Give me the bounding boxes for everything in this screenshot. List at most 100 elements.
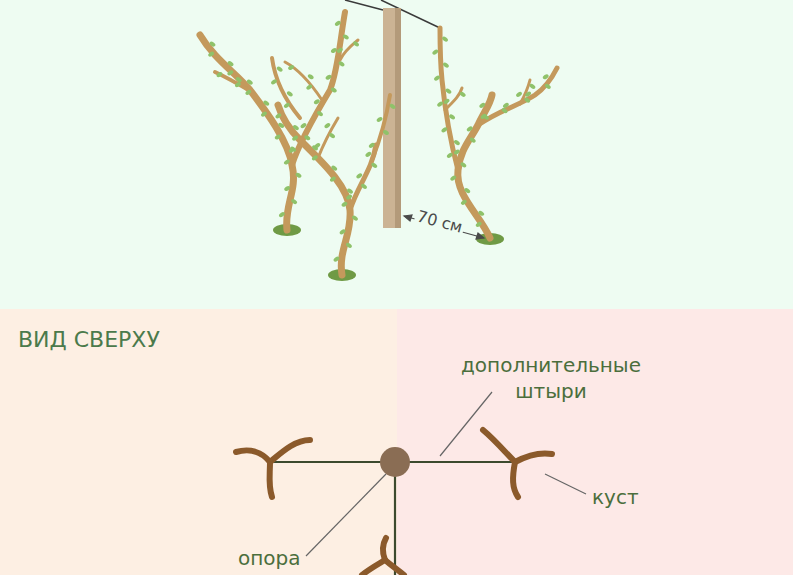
leaf — [329, 176, 337, 183]
leaf — [283, 185, 291, 192]
leaf — [442, 62, 450, 69]
leaf — [288, 147, 296, 154]
leaf — [356, 172, 364, 179]
leader-line — [306, 392, 586, 556]
leaf — [328, 132, 336, 139]
leaf — [342, 34, 350, 41]
right-ground — [397, 309, 793, 575]
leaf — [227, 69, 235, 76]
section-title: ВИД СВЕРХУ — [18, 326, 160, 355]
leaf — [459, 91, 467, 98]
leaf — [445, 88, 453, 95]
leaf — [441, 126, 449, 133]
branch — [318, 118, 338, 158]
callout-label: куст — [592, 484, 639, 510]
leaf — [316, 110, 324, 117]
leaf — [441, 36, 449, 43]
leaf — [469, 137, 477, 144]
leaves — [207, 20, 551, 263]
leaf — [466, 125, 474, 132]
leaf — [325, 74, 333, 81]
leaf — [313, 98, 321, 105]
leaf — [433, 75, 441, 82]
leaf — [376, 116, 384, 123]
leaf — [336, 47, 344, 54]
leaf — [270, 78, 278, 85]
support-pole-shade — [395, 8, 401, 228]
leaf — [235, 76, 243, 83]
leaf — [432, 49, 440, 56]
leaf — [324, 122, 332, 129]
leaf — [501, 107, 509, 114]
leaf — [448, 113, 456, 120]
leaf — [334, 20, 342, 27]
leaf — [464, 187, 472, 194]
leaf — [502, 102, 510, 109]
leaf — [291, 135, 299, 142]
leaf — [360, 183, 368, 190]
leaf — [478, 210, 486, 217]
leaf — [246, 79, 254, 86]
leaf — [389, 103, 397, 110]
leaf — [436, 101, 444, 108]
branch — [285, 62, 322, 100]
top-ground — [0, 0, 793, 309]
leaf — [263, 100, 271, 107]
branch — [278, 105, 350, 275]
leaf — [544, 83, 552, 90]
leaf — [311, 154, 319, 161]
branch — [458, 95, 492, 238]
leaf — [341, 201, 349, 208]
leaf — [260, 111, 268, 118]
branch — [215, 72, 252, 92]
leaf — [274, 134, 282, 141]
leaf — [227, 60, 235, 67]
leaf — [480, 113, 488, 120]
leaf — [209, 41, 217, 48]
leaf — [460, 199, 468, 206]
leaf — [453, 149, 461, 156]
leaf — [345, 194, 353, 201]
leaf — [475, 221, 483, 228]
callout-label: дополнительные штыри — [446, 352, 656, 404]
leaf — [292, 124, 300, 131]
leaf — [443, 98, 451, 105]
leaf — [207, 51, 215, 58]
leaf — [352, 40, 360, 47]
leaf — [345, 242, 353, 249]
leaf — [307, 73, 315, 80]
leaf — [542, 73, 550, 80]
leaf — [330, 165, 338, 172]
leaf — [365, 151, 373, 158]
leaf — [339, 228, 347, 235]
leaf — [368, 142, 376, 149]
leaf — [346, 188, 354, 195]
leaf — [314, 142, 322, 149]
leaf — [245, 89, 253, 96]
support-top-view — [380, 447, 410, 477]
callout-label: опора — [238, 545, 301, 571]
leaf — [277, 122, 285, 129]
wire — [345, 0, 383, 10]
leaf — [234, 81, 242, 88]
leaf — [278, 211, 286, 218]
left-ground — [0, 309, 397, 575]
leaf — [300, 122, 308, 129]
leaf — [351, 215, 359, 222]
leaf — [287, 64, 295, 71]
leaf — [305, 84, 313, 91]
leaf — [371, 162, 379, 169]
leaf — [515, 91, 523, 98]
leaf — [286, 90, 294, 97]
leaf — [460, 161, 468, 168]
leaf — [216, 71, 224, 78]
leaf — [449, 175, 457, 182]
leaf — [275, 112, 283, 119]
leaf — [330, 47, 338, 54]
grape-bushes — [200, 12, 557, 275]
leaf — [283, 102, 291, 109]
leaf — [446, 152, 454, 159]
branch — [372, 95, 390, 160]
